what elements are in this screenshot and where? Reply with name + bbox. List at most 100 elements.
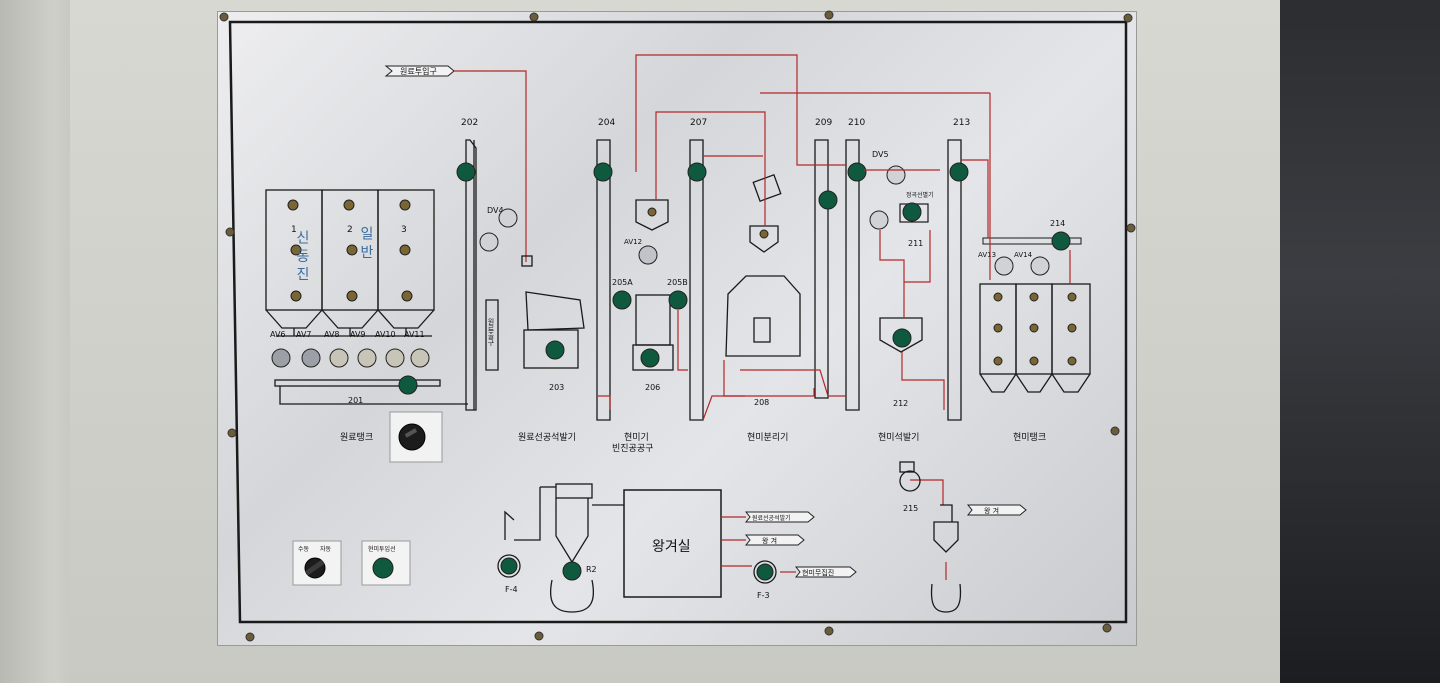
- label-husk-room: 왕겨실: [652, 539, 691, 555]
- label-rice-separator: 현미분리기: [747, 432, 788, 443]
- stone-separator-212: [879, 317, 923, 353]
- cleaner-203: [521, 255, 585, 369]
- cleaner-203-button[interactable]: [545, 340, 565, 360]
- label-dv4: DV4: [487, 206, 504, 215]
- label-raw-tank: 원료탱크: [340, 432, 373, 443]
- label-av10: AV10: [375, 330, 396, 339]
- label-husker-line2: 빈진공공구: [612, 443, 653, 454]
- valve-dv4-button[interactable]: [498, 208, 518, 228]
- background-machinery: [1280, 0, 1440, 683]
- label-av11: AV11: [404, 330, 425, 339]
- elevator-207-button[interactable]: [687, 162, 707, 182]
- fan-f3-button[interactable]: [756, 563, 774, 581]
- valve-av12-button[interactable]: [638, 245, 658, 265]
- handwritten-bin2: 일 반: [358, 226, 374, 259]
- elevator-204: [596, 139, 611, 421]
- husk-room-box: [623, 489, 722, 598]
- label-214: 214: [1050, 219, 1065, 228]
- stone-separator-212-button[interactable]: [892, 328, 912, 348]
- label-213: 213: [953, 118, 970, 128]
- rotary-switch-pointer: [404, 428, 418, 438]
- valve-av9-button[interactable]: [357, 348, 377, 368]
- rotary-valve-r2-button[interactable]: [562, 561, 582, 581]
- feed-start-button[interactable]: [372, 557, 394, 579]
- fan-f4-button[interactable]: [500, 557, 518, 575]
- husker-206-button[interactable]: [640, 348, 660, 368]
- elevator-209: [814, 139, 829, 399]
- feed-line: [454, 70, 527, 262]
- arrow-lines: [721, 479, 947, 580]
- label-av9: AV9: [350, 330, 366, 339]
- label-av6: AV6: [270, 330, 286, 339]
- label-auto: 자동: [320, 545, 332, 553]
- valve-av14-button[interactable]: [1030, 256, 1050, 276]
- valve-av6-button[interactable]: [271, 348, 291, 368]
- fan-f4: [497, 510, 521, 578]
- bin-number-1: 1: [291, 225, 297, 235]
- label-manual: 수동: [298, 546, 310, 553]
- label-av14: AV14: [1014, 251, 1033, 259]
- process-lines: [598, 54, 1071, 421]
- label-stone-separator: 현미석발기: [878, 432, 919, 443]
- panel-screws: [219, 10, 1136, 642]
- conveyor-201-button[interactable]: [398, 375, 418, 395]
- label-205b: 205B: [667, 278, 688, 287]
- fan-f3: [753, 560, 777, 584]
- label-201: 201: [348, 396, 363, 405]
- rice-tanks: [979, 283, 1091, 393]
- valve-av8-button[interactable]: [329, 348, 349, 368]
- elevator-202-button[interactable]: [456, 162, 476, 182]
- valve-av13-button[interactable]: [994, 256, 1014, 276]
- motor-205b-button[interactable]: [668, 290, 688, 310]
- elevator-204-button[interactable]: [593, 162, 613, 182]
- husker-206: [632, 199, 674, 371]
- valve-dv5-button[interactable]: [886, 165, 906, 185]
- label-av7: AV7: [296, 330, 312, 339]
- feed-inlet-tag: [384, 65, 455, 77]
- arrow-tags: [744, 504, 1027, 578]
- valve-av7-button[interactable]: [301, 348, 321, 368]
- label-r2: R2: [586, 565, 597, 574]
- label-f3: F-3: [757, 591, 770, 600]
- label-205a: 205A: [612, 278, 633, 287]
- valve-dv4b-button[interactable]: [479, 232, 499, 252]
- label-av13: AV13: [978, 251, 996, 259]
- valve-211-button[interactable]: [869, 210, 889, 230]
- vertical-note: 원료출구: [487, 317, 495, 347]
- label-215: 215: [903, 504, 918, 513]
- label-203: 203: [549, 383, 564, 392]
- raw-tanks: [265, 189, 468, 405]
- bag-filter: [514, 483, 624, 613]
- valve-av10-button[interactable]: [385, 348, 405, 368]
- motor-205a-button[interactable]: [612, 290, 632, 310]
- tag-rice-dust: 현미무집진: [802, 568, 834, 577]
- elevator-210: [845, 139, 860, 411]
- bin-number-2: 2: [347, 225, 353, 235]
- label-av8: AV8: [324, 330, 340, 339]
- label-210: 210: [848, 118, 865, 128]
- label-rice-tank: 현미탱크: [1013, 432, 1046, 443]
- label-cleaner: 원료선공석발기: [518, 432, 576, 443]
- label-202: 202: [461, 118, 478, 128]
- tag-husk: 왕 겨: [762, 536, 777, 545]
- rice-tank-lamps: [993, 292, 1077, 366]
- label-f4: F-4: [505, 585, 518, 594]
- handwritten-bin1: 신 동 진: [294, 230, 310, 281]
- elevator-213-button[interactable]: [949, 162, 969, 182]
- control-panel: [218, 12, 1136, 645]
- rotary-switch-knob[interactable]: [398, 423, 426, 451]
- valve-av11-button[interactable]: [410, 348, 430, 368]
- husker-lamp: [647, 207, 657, 217]
- separator-208: [725, 174, 801, 357]
- conveyor-214-button[interactable]: [1051, 231, 1071, 251]
- label-dv5: DV5: [872, 150, 889, 159]
- elevator-210-button[interactable]: [847, 162, 867, 182]
- label-husker-line1: 현미기: [624, 432, 649, 443]
- label-206: 206: [645, 383, 660, 392]
- tag-husk-2: 왕 겨: [984, 506, 999, 515]
- label-feed-button: 현미투입선: [368, 545, 396, 553]
- grader-211-button[interactable]: [902, 202, 922, 222]
- label-207: 207: [690, 118, 707, 128]
- elevator-209-button[interactable]: [818, 190, 838, 210]
